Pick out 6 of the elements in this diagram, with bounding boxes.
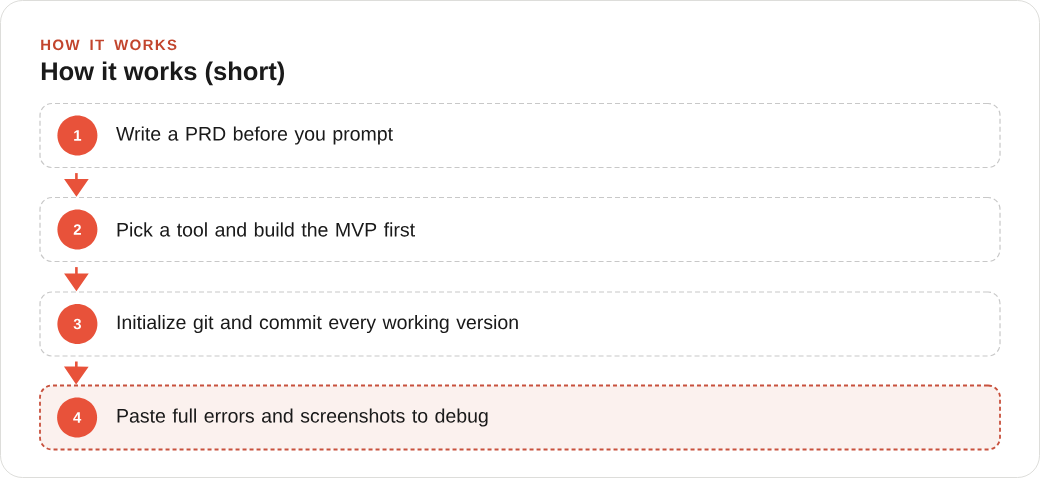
number-badge: 1 [57, 115, 98, 156]
title: How it works (short) [41, 61, 284, 86]
number-badge: 2 [57, 209, 98, 250]
eyebrow-label: HOW IT WORKS [41, 39, 177, 51]
number-badge: 3 [57, 304, 98, 344]
number-badge: 4 [57, 397, 98, 438]
